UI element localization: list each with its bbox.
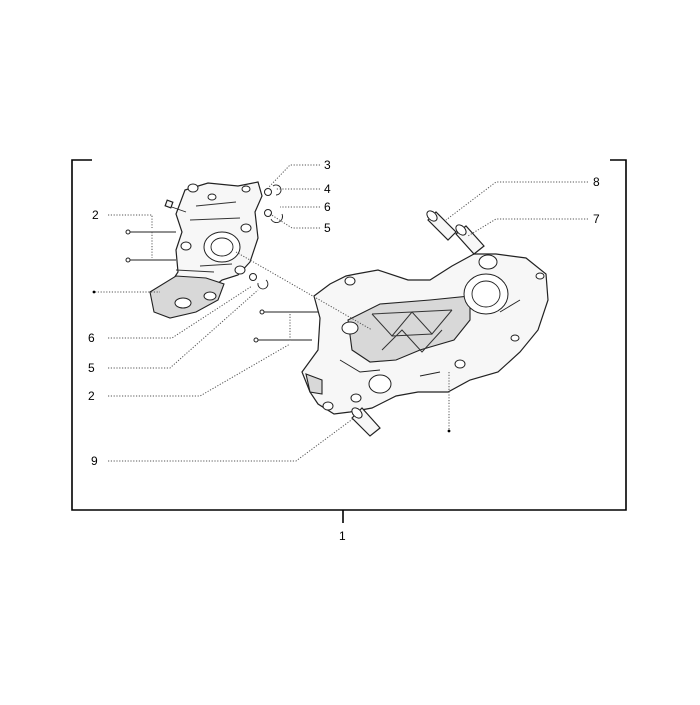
stud-bolts-lower: [253, 309, 318, 343]
callout-7: 7: [593, 212, 600, 226]
right-crankcase-half: [301, 253, 549, 415]
callout-2-upper: 2: [92, 208, 99, 222]
callout-3: 3: [324, 158, 331, 172]
assembly-axis-line: [235, 251, 373, 331]
dowel-pin-9: [351, 407, 381, 437]
callout-6-left: 6: [88, 331, 95, 345]
callout-9: 9: [91, 454, 98, 468]
callout-5-left: 5: [88, 361, 95, 375]
left-crankcase-half: [149, 181, 263, 319]
callout-1: 1: [339, 529, 346, 543]
callout-8: 8: [593, 175, 600, 189]
callout-6-right: 6: [324, 200, 331, 214]
dowel-pin-7: [455, 224, 485, 255]
leader-lines: [92, 164, 588, 462]
callout-2-lower: 2: [88, 389, 95, 403]
stud-bolts-upper: [125, 229, 176, 263]
callout-5-right: 5: [324, 221, 331, 235]
callout-4: 4: [324, 182, 331, 196]
small-hardware: [249, 184, 283, 290]
assembly-bracket: [71, 159, 627, 523]
dowel-pin-8: [426, 210, 457, 241]
